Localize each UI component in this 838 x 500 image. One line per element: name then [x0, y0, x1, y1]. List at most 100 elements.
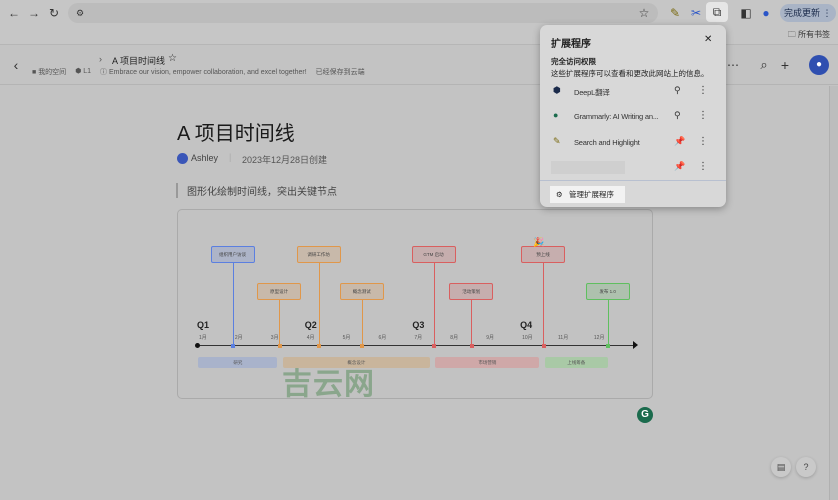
event-box[interactable]: 组织用户访谈: [210, 246, 255, 263]
section-desc: 这些扩展程序可以查看和更改此网站上的信息。: [551, 69, 709, 78]
forward-icon[interactable]: →: [28, 6, 40, 20]
extension-name: Grammarly: AI Writing an...: [574, 112, 659, 121]
phase-bar: 市场营销: [435, 357, 540, 368]
extension-item-hidden[interactable]: 📌⋮: [540, 158, 726, 178]
scrollbar[interactable]: [829, 86, 838, 500]
search-highlight-ext-icon[interactable]: ✎: [669, 6, 681, 20]
event-marker: [231, 343, 235, 348]
help-button[interactable]: ?: [796, 457, 816, 477]
all-bookmarks[interactable]: 🗀 所有书签: [787, 30, 830, 39]
quote-block: 图形化绘制时间线，突出关键节点: [176, 183, 337, 198]
breadcrumb-space[interactable]: ■ 我的空间: [32, 69, 67, 76]
event-box[interactable]: 原型设计: [257, 283, 302, 300]
extension-item-search-highlight[interactable]: ✎Search and Highlight📌⋮: [540, 133, 726, 153]
event-marker: [469, 343, 474, 348]
event-marker: [606, 343, 611, 348]
blurred-extension: [551, 161, 625, 174]
event-box[interactable]: 发布 1.0: [585, 283, 630, 300]
manage-label: 管理扩展程序: [569, 190, 614, 199]
event-box[interactable]: 预上线: [521, 246, 566, 263]
event-line: [232, 263, 234, 345]
favorite-star-icon[interactable]: ☆: [168, 53, 177, 64]
extension-name: DeepL翻译: [574, 88, 610, 97]
add-icon[interactable]: +: [780, 57, 790, 73]
event-line: [607, 300, 609, 345]
extension-item-grammarly[interactable]: ●Grammarly: AI Writing an...⚲⋮: [540, 107, 726, 127]
doc-settings-button[interactable]: ▤: [771, 457, 791, 477]
month-label: 11月: [558, 335, 569, 341]
quarter-label: Q2: [304, 320, 317, 330]
ext-icon[interactable]: ✂: [690, 6, 702, 20]
event-box[interactable]: 调研工作坊: [296, 246, 341, 263]
search-icon[interactable]: ⌕: [760, 57, 768, 72]
month-label: 1月: [199, 335, 207, 341]
more-vert-icon[interactable]: ⋮: [698, 136, 708, 147]
doc-header: ‹ ⌕ + ⋯ ●: [0, 45, 838, 85]
side-panel-icon[interactable]: ◧: [740, 6, 752, 20]
manage-extensions-button[interactable]: ⚙ 管理扩展程序: [550, 186, 625, 203]
search-highlight-icon: ✎: [553, 136, 561, 146]
reload-icon[interactable]: ↻: [48, 6, 60, 20]
address-bar[interactable]: ⚙☆: [68, 3, 658, 23]
event-box[interactable]: 概念测试: [339, 283, 384, 300]
update-button[interactable]: 完成更新 ⋮: [780, 4, 836, 22]
bookmark-star-icon[interactable]: ☆: [638, 6, 650, 20]
popup-title: 扩展程序: [551, 39, 591, 50]
pin-filled-icon[interactable]: 📌: [674, 161, 686, 171]
month-label: 9月: [486, 335, 494, 341]
watermark: 吉云网: [282, 368, 375, 401]
quarter-label: Q1: [197, 320, 210, 330]
all-bookmarks-label: 所有书签: [798, 30, 830, 39]
pin-outline-icon[interactable]: ⚲: [674, 85, 681, 95]
back-chevron-icon[interactable]: ‹: [13, 57, 19, 73]
phase-bar: 上线筹备: [544, 357, 608, 368]
divider: [540, 180, 726, 181]
motto-label: Embrace our vision, empower collaboratio…: [109, 69, 307, 76]
more-vert-icon[interactable]: ⋮: [698, 110, 708, 121]
more-icon[interactable]: ⋯: [727, 58, 739, 72]
axis-start-dot: [195, 343, 200, 348]
event-marker: [277, 343, 282, 348]
extension-item-deepl[interactable]: ⬢DeepL翻译⚲⋮: [540, 82, 726, 102]
grammarly-icon[interactable]: G: [637, 407, 653, 423]
phase-bar: 研究: [198, 357, 278, 368]
doc-header-title: A 项目时间线: [112, 56, 166, 66]
month-label: 3月: [270, 335, 279, 341]
back-icon[interactable]: ←: [8, 6, 20, 20]
save-status: 已经保存到云端: [315, 69, 365, 76]
more-vert-icon[interactable]: ⋮: [698, 161, 708, 172]
event-box[interactable]: 活动策划: [449, 283, 494, 300]
close-icon[interactable]: ✕: [704, 34, 713, 45]
author-avatar: [177, 153, 188, 164]
event-marker: [541, 343, 546, 348]
month-label: 5月: [342, 335, 351, 341]
breadcrumb-chevron-icon: ›: [99, 54, 102, 64]
event-box[interactable]: GTM 启动: [411, 246, 456, 263]
event-marker: [360, 343, 365, 348]
breadcrumb-level-label: L1: [83, 68, 92, 75]
section-title: 完全访问权限: [551, 57, 596, 66]
breadcrumb-level[interactable]: ⬢ L1: [75, 68, 92, 75]
event-marker: [317, 343, 322, 348]
breadcrumb: ■ 我的空间 ⬢ L1 ⓘ Embrace our vision, empowe…: [32, 67, 365, 77]
event-line: [318, 263, 320, 345]
month-label: 8月: [450, 335, 459, 341]
month-label: 10月: [522, 335, 533, 341]
phase-bar: 概念设计: [282, 357, 430, 368]
event-line: [471, 300, 473, 345]
axis-arrow-icon: [633, 341, 638, 349]
profile-icon[interactable]: ●: [762, 6, 770, 20]
user-avatar[interactable]: ●: [809, 55, 829, 75]
pin-outline-icon[interactable]: ⚲: [674, 110, 681, 120]
browser-toolbar: ← → ↻ ⚙☆ ✎ ✂ ⧉ ◧ ● 完成更新 ⋮: [0, 0, 838, 25]
author-name[interactable]: Ashley: [191, 153, 219, 163]
extensions-puzzle-icon[interactable]: ⧉: [706, 2, 728, 22]
event-line: [279, 300, 281, 345]
quarter-label: Q3: [412, 320, 425, 330]
event-line: [361, 300, 363, 345]
month-label: 4月: [306, 335, 315, 341]
pin-filled-icon[interactable]: 📌: [674, 136, 686, 146]
site-settings-icon[interactable]: ⚙: [75, 8, 85, 18]
more-vert-icon[interactable]: ⋮: [698, 85, 708, 96]
timeline-diagram[interactable]: [177, 209, 653, 399]
